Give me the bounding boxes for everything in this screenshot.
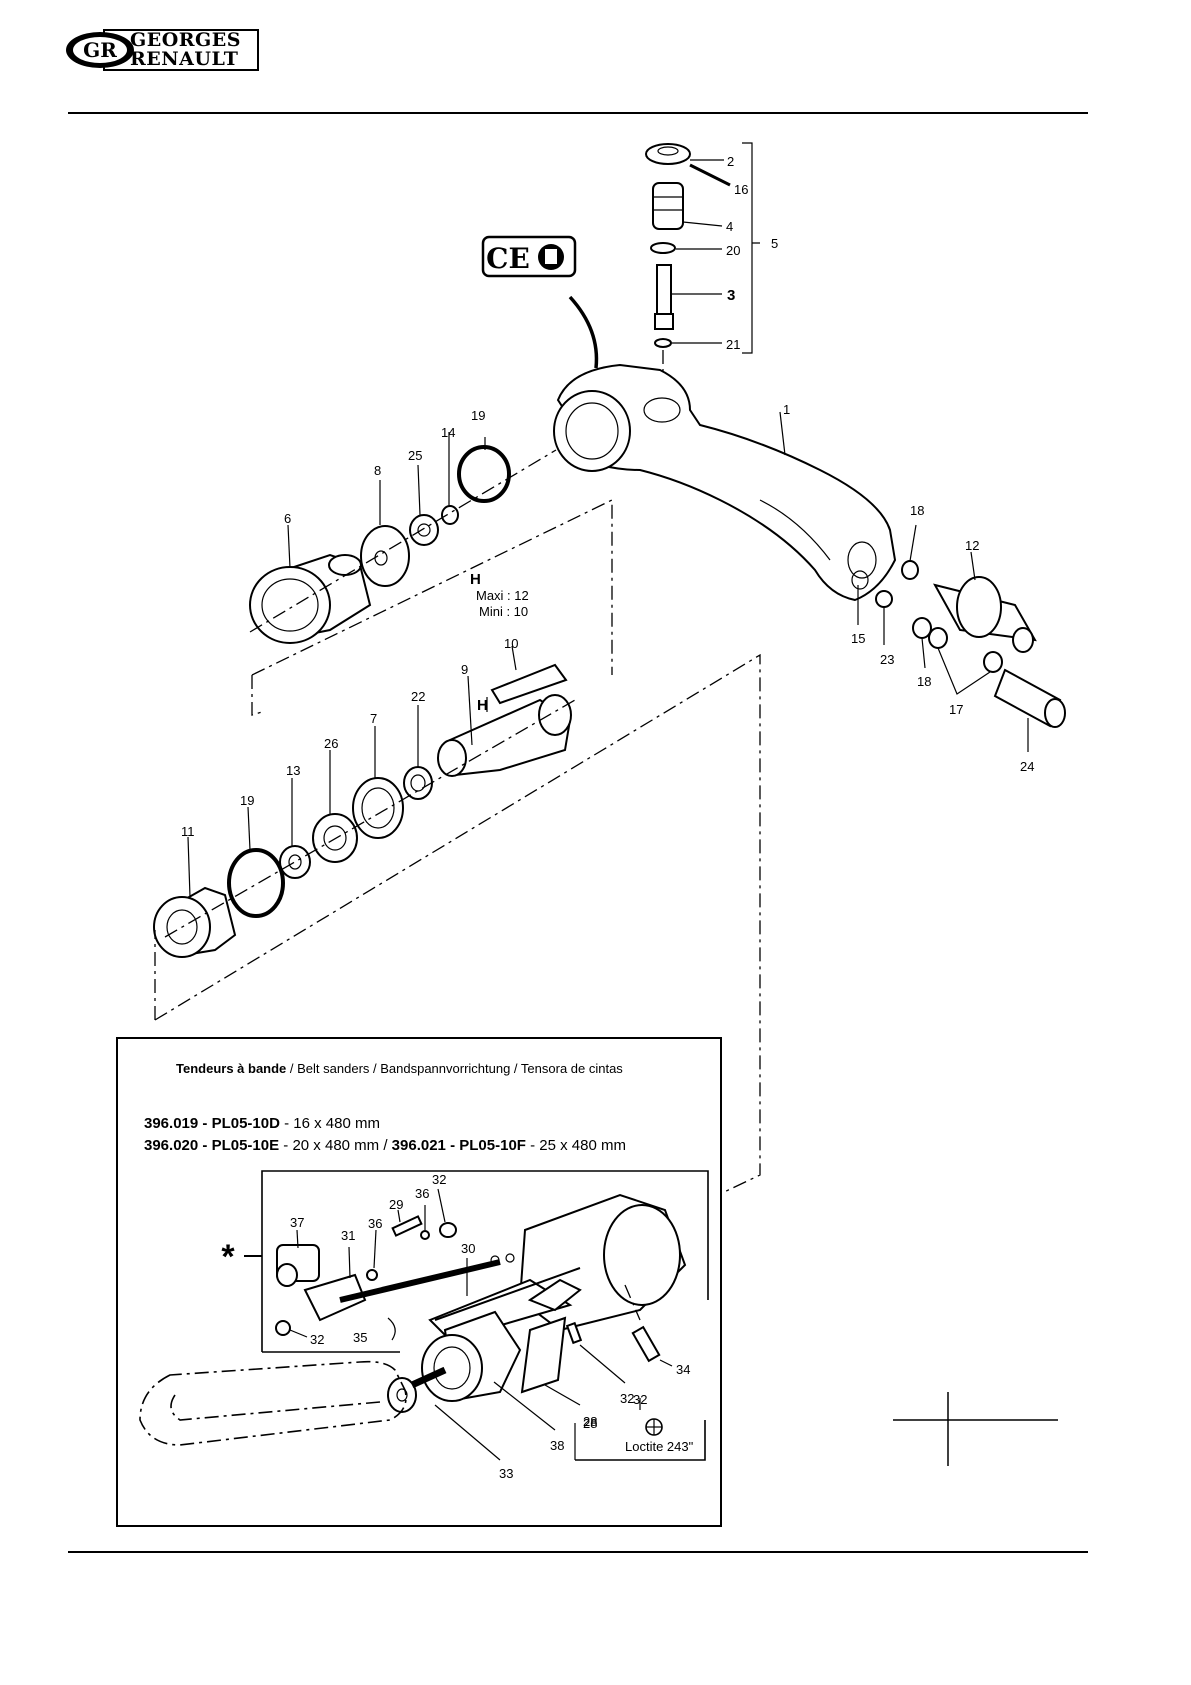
logo-mark: GR [66, 29, 259, 71]
label-38: 38 [550, 1438, 564, 1453]
label-23: 23 [880, 652, 894, 667]
label-19-bottom: 19 [240, 793, 254, 808]
label-14: 14 [441, 425, 455, 440]
label-35: 35 [353, 1330, 367, 1345]
belt-title: Tendeurs à bande / Belt sanders / Bandsp… [176, 1061, 623, 1076]
valve-assembly: 2 16 4 20 5 3 21 [645, 142, 778, 412]
label-30: 30 [461, 1241, 475, 1256]
label-25: 25 [408, 448, 422, 463]
label-1: 1 [783, 402, 790, 417]
dimension-min: Mini : 10 [479, 604, 528, 619]
label-15: 15 [851, 631, 865, 646]
model-3-sep: - [446, 1137, 459, 1154]
registration-mark [893, 1392, 1058, 1466]
label-32-center: 32 [620, 1391, 634, 1406]
model-line-1: 396.019 - PL05-10D - 16 x 480 mm [144, 1115, 380, 1132]
label-31: 31 [341, 1228, 355, 1243]
belt-title-rest: / Belt sanders / Bandspannvorrichtung / … [286, 1061, 623, 1076]
label-37: 37 [290, 1215, 304, 1230]
housing-handle: 1 [553, 363, 897, 602]
label-13: 13 [286, 763, 300, 778]
label-28-left: 28 [583, 1414, 597, 1429]
model-1-ref: 396.019 [144, 1115, 198, 1132]
label-16: 16 [734, 182, 748, 197]
motor-front-parts: 19 14 25 8 6 [249, 408, 557, 644]
label-32-left: 32 [310, 1332, 324, 1347]
dimension-letter: H [470, 571, 481, 588]
motor-rear-parts: 10 9 H 22 7 26 13 19 [153, 636, 761, 1213]
model-2-name: PL05-10E [212, 1137, 280, 1154]
certification-marks: CE [481, 235, 599, 369]
label-19-top: 19 [471, 408, 485, 423]
dimension-note: H Maxi : 12 Mini : 10 [251, 498, 613, 716]
label-2: 2 [727, 154, 734, 169]
brand-line-1: GEORGES [130, 29, 241, 51]
model-line-2: 396.020 - PL05-10E - 20 x 480 mm / 396.0… [144, 1137, 626, 1154]
label-5: 5 [771, 236, 778, 251]
label-36-left: 36 [368, 1216, 382, 1231]
h-marker: H [477, 697, 488, 714]
label-24: 24 [1020, 759, 1034, 774]
label-34: 34 [676, 1362, 690, 1377]
label-3: 3 [727, 287, 735, 304]
inlet-parts: 18 23 15 12 18 17 24 [851, 503, 1066, 774]
label-22: 22 [411, 689, 425, 704]
ce-mark: CE [486, 242, 530, 275]
dimension-max: Maxi : 12 [476, 588, 529, 603]
label-26: 26 [324, 736, 338, 751]
model-1-name: PL05-10D [212, 1115, 281, 1132]
header-rule [68, 112, 1088, 114]
label-18-top: 18 [910, 503, 924, 518]
svg-text:GR: GR [83, 38, 117, 62]
model-1-size: - 16 x 480 mm [280, 1115, 380, 1132]
model-3-name: PL05-10F [459, 1137, 526, 1154]
asterisk-mark: * [221, 1238, 235, 1276]
model-3-ref: 396.021 [392, 1137, 446, 1154]
label-29: 29 [389, 1197, 403, 1212]
brand-line-2: RENAULT [130, 48, 239, 70]
footer-rule [68, 1551, 1088, 1553]
label-8: 8 [374, 463, 381, 478]
loctite-note: Loctite 243" [625, 1439, 694, 1454]
model-3-size: - 25 x 480 mm [526, 1137, 626, 1154]
label-32-top: 32 [432, 1172, 446, 1187]
label-4: 4 [726, 219, 733, 234]
label-10: 10 [504, 636, 518, 651]
label-36-right: 36 [415, 1186, 429, 1201]
belt-title-bold: Tendeurs à bande [176, 1061, 286, 1076]
label-7: 7 [370, 711, 377, 726]
label-28-loctite: 28 [583, 1416, 597, 1431]
label-12: 12 [965, 538, 979, 553]
label-20: 20 [726, 243, 740, 258]
label-21: 21 [726, 337, 740, 352]
label-6: 6 [284, 511, 291, 526]
model-1-sep: - [198, 1115, 211, 1132]
label-33: 33 [499, 1466, 513, 1481]
belt-sander-box: Tendeurs à bande / Belt sanders / Bandsp… [116, 1037, 722, 1527]
label-9: 9 [461, 662, 468, 677]
model-2-sep: - [198, 1137, 211, 1154]
label-18-bottom: 18 [917, 674, 931, 689]
brand-logo: GR GEORGES RENAULT [64, 28, 260, 72]
label-17: 17 [949, 702, 963, 717]
model-2-size: - 20 x 480 mm / [279, 1137, 392, 1154]
model-2-ref: 396.020 [144, 1137, 198, 1154]
label-11: 11 [181, 824, 195, 839]
